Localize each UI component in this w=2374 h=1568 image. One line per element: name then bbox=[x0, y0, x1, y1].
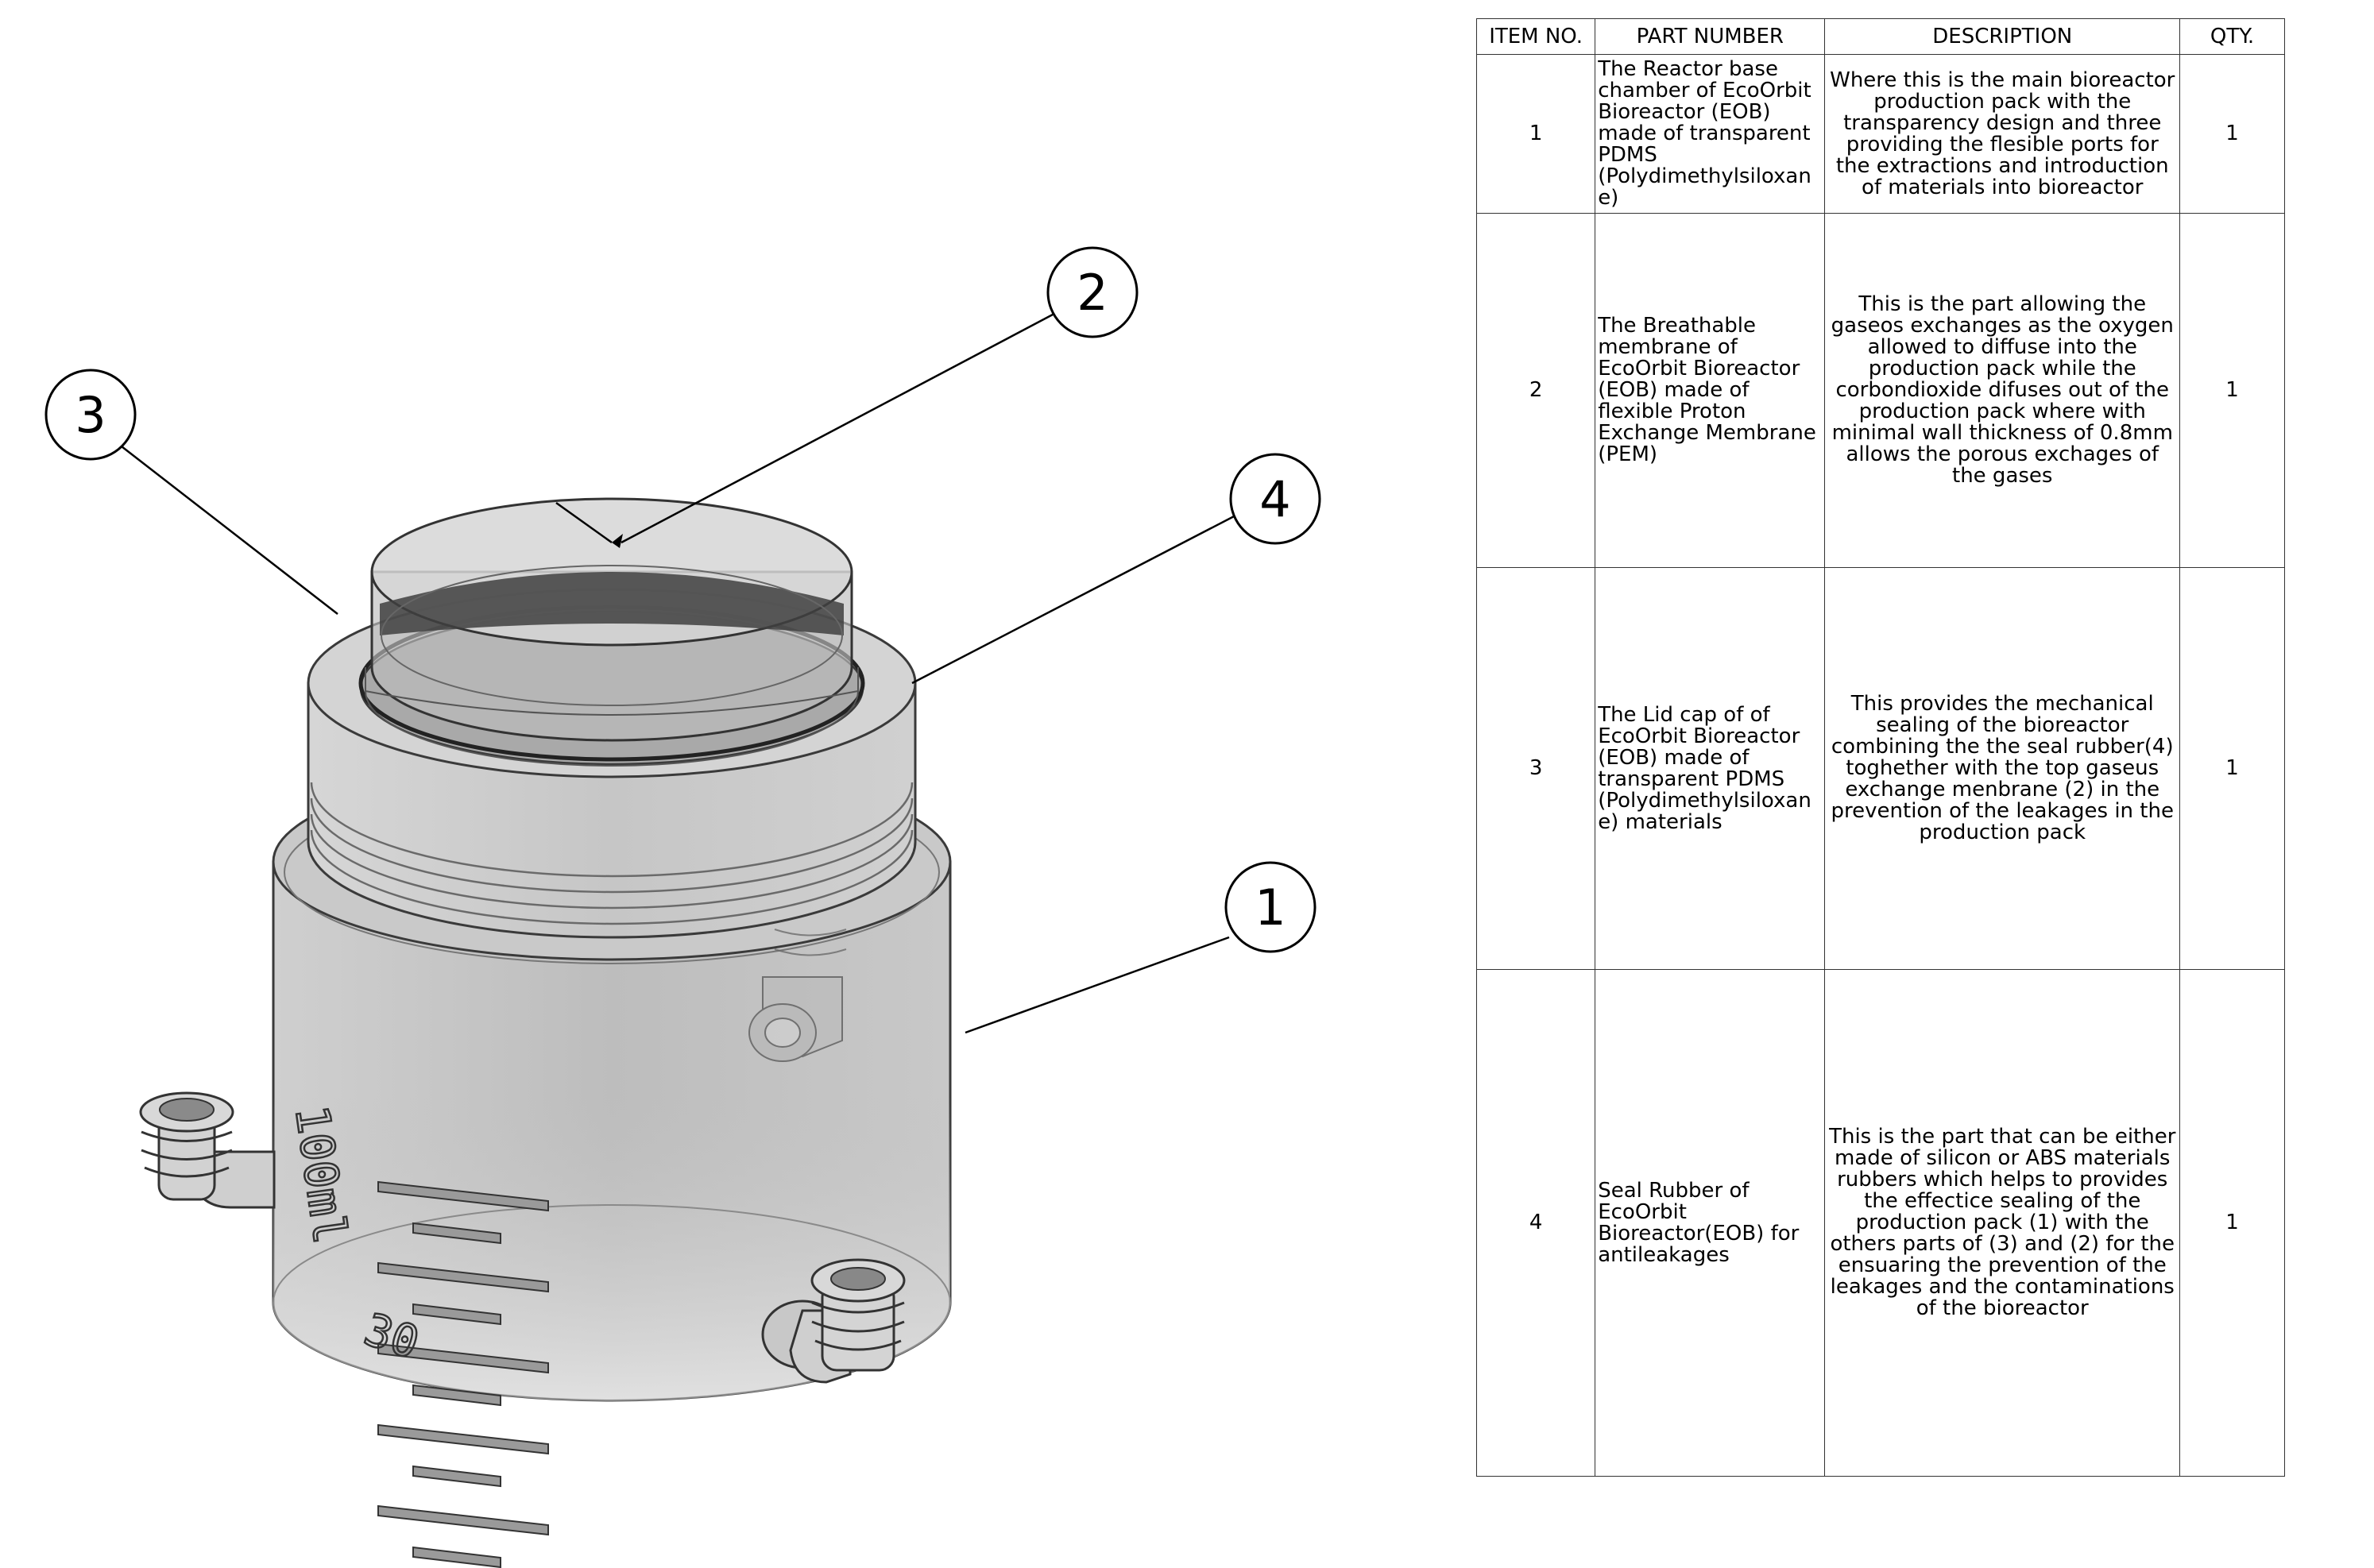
balloon-3: 3 bbox=[44, 369, 137, 461]
part-description: This is the part allowing the gaseos exc… bbox=[1824, 213, 2181, 568]
item-number: 3 bbox=[1475, 567, 1596, 970]
part-description: This is the part that can be either made… bbox=[1824, 969, 2181, 1477]
quantity: 1 bbox=[2179, 567, 2285, 970]
table-row: 2 The Breathable membrane of EcoOrbit Bi… bbox=[1475, 213, 2285, 568]
part-number: The Breathable membrane of EcoOrbit Bior… bbox=[1595, 213, 1826, 568]
header-description: DESCRIPTION bbox=[1824, 18, 2181, 55]
leader-arrow bbox=[612, 534, 623, 548]
quantity: 1 bbox=[2179, 54, 2285, 214]
bill-of-materials-table: ITEM NO. PART NUMBER DESCRIPTION QTY. 1 … bbox=[1475, 18, 2285, 1477]
part-description: This provides the mechanical sealing of … bbox=[1824, 567, 2181, 970]
quantity: 1 bbox=[2179, 213, 2285, 568]
item-number: 4 bbox=[1475, 969, 1596, 1477]
svg-text:1: 1 bbox=[1255, 879, 1286, 937]
svg-text:2: 2 bbox=[1077, 264, 1108, 322]
header-part-number: PART NUMBER bbox=[1595, 18, 1826, 55]
balloon-1: 1 bbox=[1224, 861, 1317, 953]
bioreactor-isometric-drawing: 100ml 30 bbox=[44, 246, 1321, 1568]
part-number: Seal Rubber of EcoOrbit Bioreactor(EOB) … bbox=[1595, 969, 1826, 1477]
table-row: 4 Seal Rubber of EcoOrbit Bioreactor(EOB… bbox=[1475, 969, 2285, 1477]
quantity: 1 bbox=[2179, 969, 2285, 1477]
balloon-4: 4 bbox=[1229, 453, 1321, 545]
table-row: 3 The Lid cap of of EcoOrbit Bioreactor … bbox=[1475, 567, 2285, 970]
part-description: Where this is the main bioreactor produc… bbox=[1824, 54, 2181, 214]
part-number: The Reactor base chamber of EcoOrbit Bio… bbox=[1595, 54, 1826, 214]
back-port bbox=[748, 929, 847, 1062]
leader-lines bbox=[121, 313, 1238, 1034]
svg-text:4: 4 bbox=[1259, 470, 1290, 528]
left-port bbox=[139, 1091, 276, 1209]
item-number: 2 bbox=[1475, 213, 1596, 568]
item-number: 1 bbox=[1475, 54, 1596, 214]
svg-text:3: 3 bbox=[75, 386, 106, 444]
part-number: The Lid cap of of EcoOrbit Bioreactor (E… bbox=[1595, 567, 1826, 970]
balloon-2: 2 bbox=[1046, 246, 1139, 338]
header-qty: QTY. bbox=[2179, 18, 2285, 55]
table-row: 1 The Reactor base chamber of EcoOrbit B… bbox=[1475, 54, 2285, 214]
header-item-no: ITEM NO. bbox=[1475, 18, 1596, 55]
bom-header-row: ITEM NO. PART NUMBER DESCRIPTION QTY. bbox=[1475, 18, 2285, 55]
right-front-port bbox=[761, 1258, 906, 1384]
graduation-marks bbox=[377, 1180, 549, 1568]
breathable-membrane bbox=[365, 497, 859, 742]
